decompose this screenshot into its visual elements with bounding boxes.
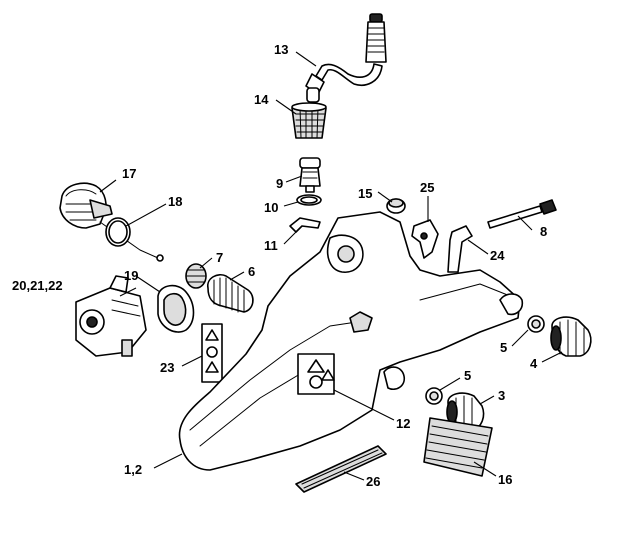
part-fuel-filter: [291, 87, 327, 139]
callout-12: 12: [396, 416, 410, 431]
callout-11: 11: [264, 238, 278, 253]
callout-23: 23: [160, 360, 174, 375]
callout-3: 3: [498, 388, 505, 403]
callout-15: 15: [358, 186, 372, 201]
callout-26: 26: [366, 474, 380, 489]
callout-16: 16: [498, 472, 512, 487]
callout-8: 8: [540, 224, 547, 239]
callout-5-lower: 5: [464, 368, 471, 383]
part-spring: [207, 273, 254, 313]
callout-1-2: 1,2: [124, 462, 142, 477]
callout-labels: 1,2 3 4 5 5 6 7 8 9 10 11 12 13 14 15 16…: [12, 42, 547, 489]
callout-25: 25: [420, 180, 434, 195]
part-strip-26: [295, 445, 387, 493]
part-annular-buffer-4: [550, 316, 592, 357]
callout-6: 6: [248, 264, 255, 279]
part-clip: [289, 217, 321, 233]
callout-18: 18: [168, 194, 182, 209]
callout-13: 13: [274, 42, 288, 57]
part-label-23: [201, 323, 223, 383]
callout-5-upper: 5: [500, 340, 507, 355]
callout-19: 19: [124, 268, 138, 283]
callout-17: 17: [122, 166, 136, 181]
part-o-ring-10: [296, 194, 322, 206]
callout-10: 10: [264, 200, 278, 215]
part-grommet: [185, 263, 207, 289]
part-short-hose: [447, 225, 473, 273]
part-lever: [411, 219, 439, 259]
part-sleeve-lower: [425, 387, 443, 405]
callout-4: 4: [530, 356, 538, 371]
part-long-bolt: [487, 199, 557, 229]
part-plug: [386, 198, 406, 214]
callout-20-21-22: 20,21,22: [12, 278, 63, 293]
part-ignition-module: [59, 182, 164, 262]
part-carb-gasket: [157, 284, 195, 333]
callout-14: 14: [254, 92, 269, 107]
callout-9: 9: [276, 176, 283, 191]
callout-24: 24: [490, 248, 505, 263]
callout-7: 7: [216, 250, 223, 265]
part-fuel-hose: [305, 13, 387, 95]
part-valve: [299, 157, 321, 193]
part-main-housing: [178, 211, 524, 471]
leader-lines: [99, 51, 563, 481]
part-sleeve-upper: [527, 315, 545, 333]
part-carburetor: [75, 275, 147, 357]
part-gasket-ring: [105, 217, 131, 247]
part-plate-16: [423, 417, 493, 477]
